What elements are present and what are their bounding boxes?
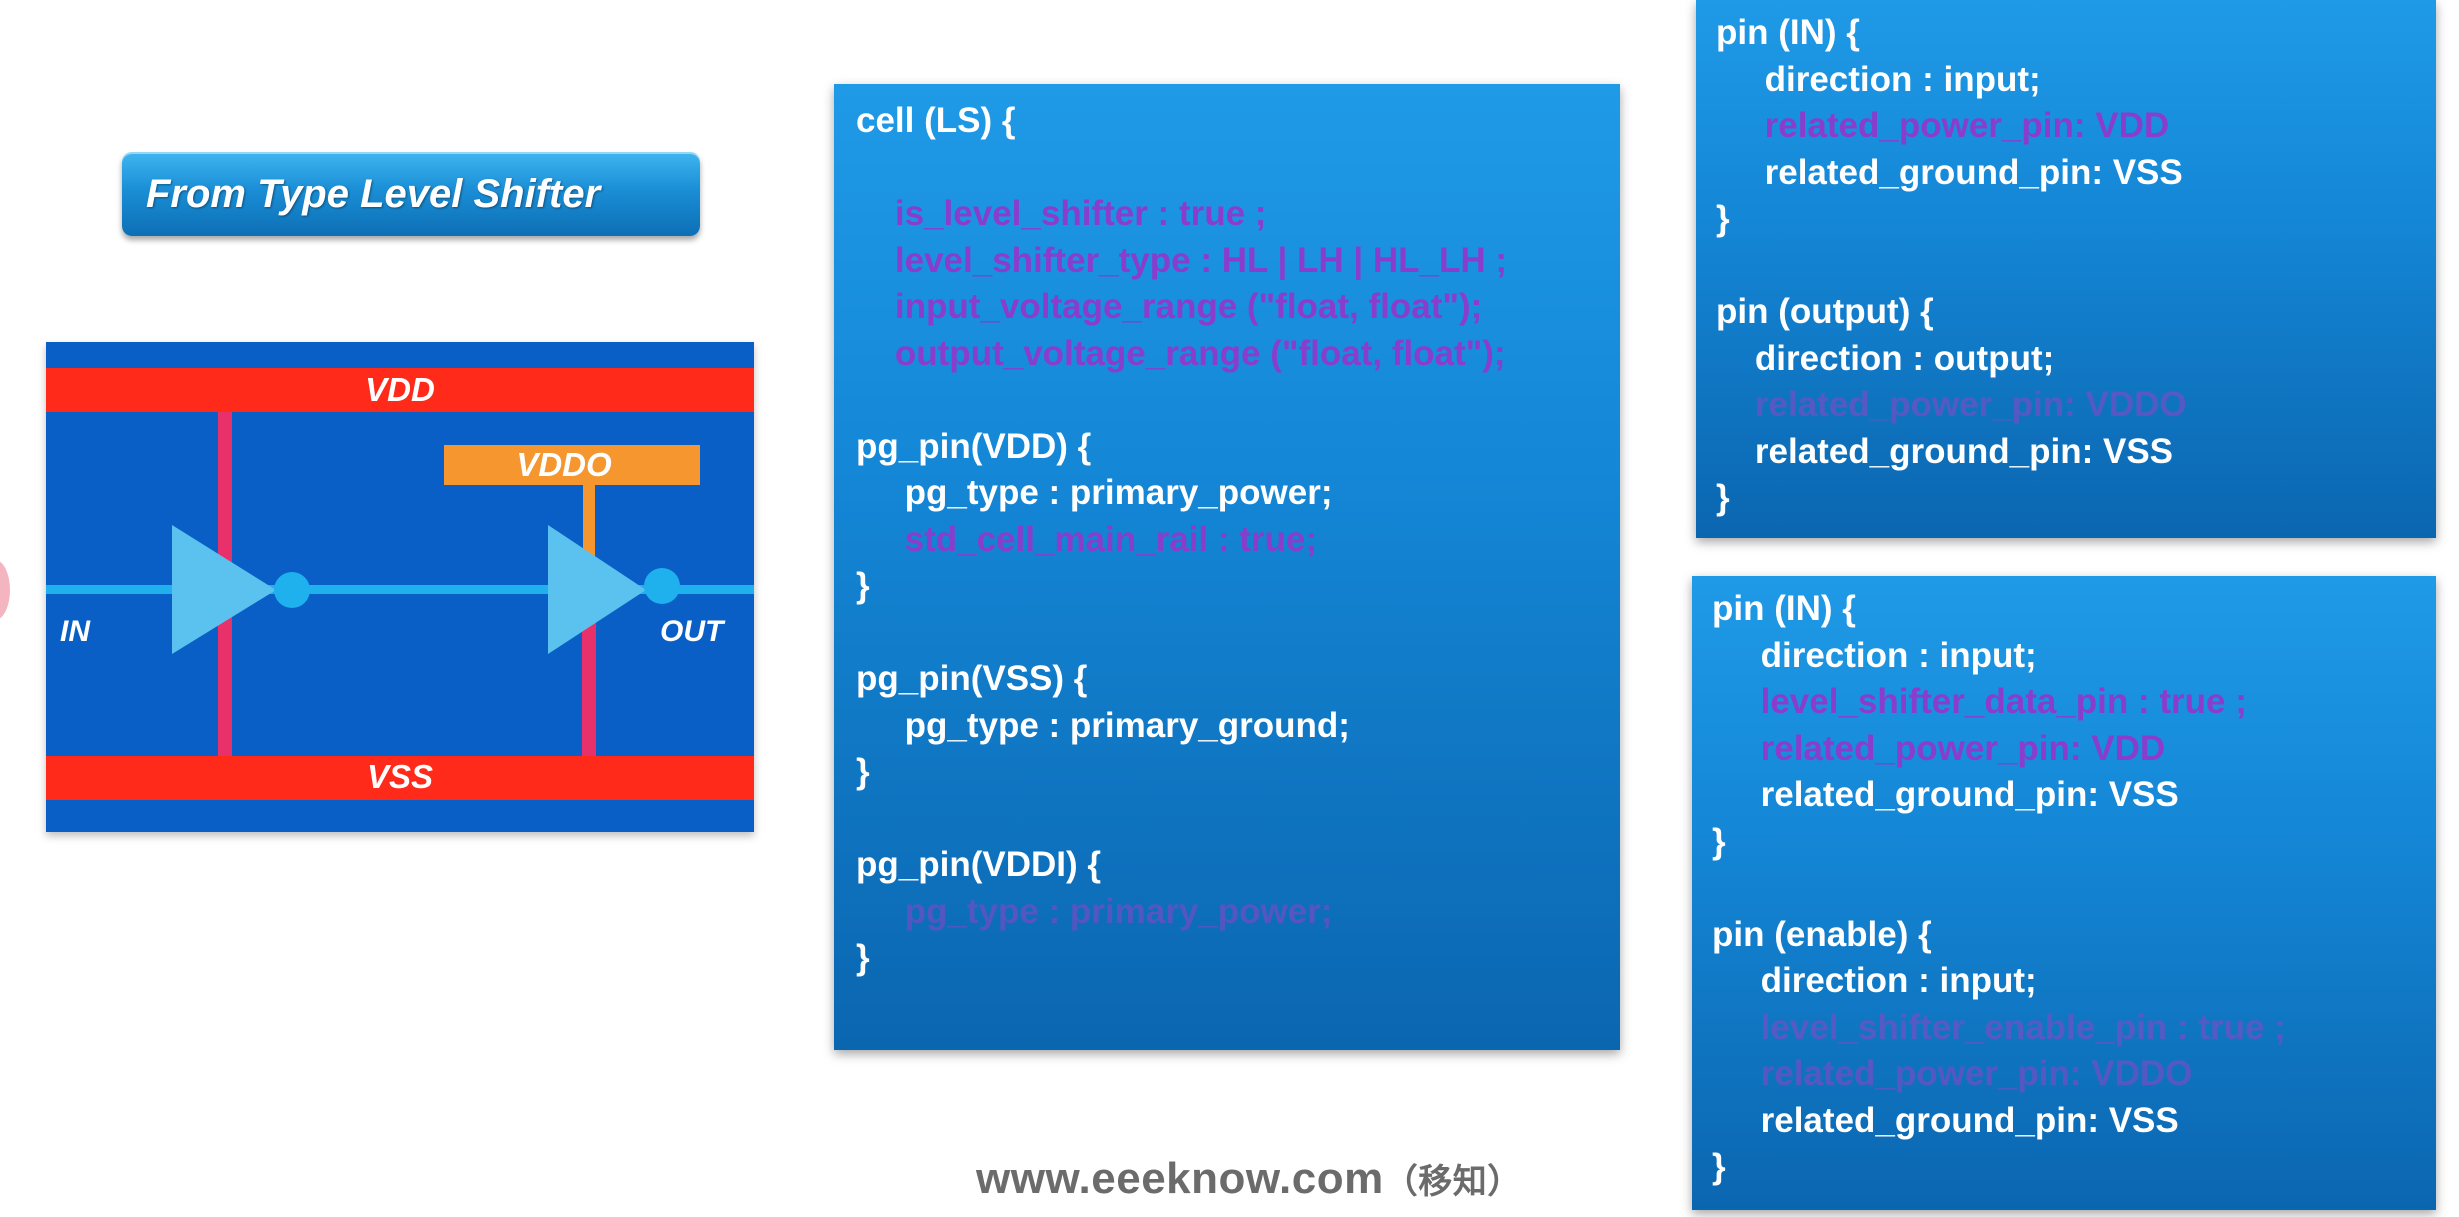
code-line: pg_pin(VDDI) { <box>856 845 1101 884</box>
pin-definition-block-upper: pin (IN) { direction : input; related_po… <box>1696 0 2436 538</box>
code-line: pg_type : primary_power; <box>856 891 1333 931</box>
code-line <box>856 610 1620 657</box>
code-line: related_power_pin: VDD <box>1716 106 2170 145</box>
out-pin-label: OUT <box>660 615 724 648</box>
code-line: cell (LS) { <box>856 101 1016 140</box>
code-line <box>856 377 1620 424</box>
code-line: direction : input; <box>1712 635 2037 675</box>
slide-title: From Type Level Shifter <box>122 152 700 236</box>
in-pin-label: IN <box>60 615 90 648</box>
code-line <box>856 796 1620 843</box>
code-line: level_shifter_enable_pin : true ; <box>1712 1007 2286 1047</box>
code-line: pg_pin(VDD) { <box>856 426 1092 466</box>
level-shifter-diagram: VDD VDDO VSS IN OUT <box>46 342 754 832</box>
code-line: related_ground_pin: VSS <box>1716 152 2183 192</box>
footer-note: （移知） <box>1383 1163 1522 1201</box>
code-line: output_voltage_range ("float, float"); <box>856 333 1506 373</box>
code-line: is_level_shifter : true ; <box>856 194 1267 233</box>
code-line: } <box>856 752 870 791</box>
code-line: } <box>1716 478 1730 517</box>
footer-watermark: www.eeeknow.com（移知） <box>976 1154 1522 1204</box>
output-buffer <box>548 525 646 654</box>
code-line: related_power_pin: VDDO <box>1712 1054 2193 1093</box>
code-line: pin (IN) { <box>1716 13 1860 52</box>
code-line: related_ground_pin: VSS <box>1712 1100 2179 1140</box>
code-line: related_power_pin: VDDO <box>1716 385 2187 424</box>
code-line: input_voltage_range ("float, float"); <box>856 287 1483 326</box>
code-line: related_ground_pin: VSS <box>1716 431 2174 471</box>
code-line <box>1716 243 2436 290</box>
code-line <box>1712 865 2436 912</box>
code-line: direction : input; <box>1716 59 2041 99</box>
code-line: level_shifter_data_pin : true ; <box>1712 682 2247 721</box>
code-line: pin (output) { <box>1716 292 1934 331</box>
code-line: } <box>856 938 870 977</box>
pin-definition-block-lower: pin (IN) { direction : input; level_shif… <box>1692 576 2436 1210</box>
cell-definition-block: cell (LS) { is_level_shifter : true ; le… <box>834 84 1620 1050</box>
code-line: related_ground_pin: VSS <box>1712 775 2179 814</box>
vss-label: VSS <box>366 758 434 795</box>
code-line: std_cell_main_rail : true; <box>856 519 1317 559</box>
vddo-label: VDDO <box>516 446 612 483</box>
code-line: } <box>856 566 870 605</box>
code-line: pg_type : primary_power; <box>856 473 1333 512</box>
signal-wire <box>46 585 754 594</box>
input-buffer-bubble <box>274 572 310 608</box>
edge-decoration <box>0 560 10 620</box>
vddo-rail <box>444 445 700 485</box>
code-line: direction : input; <box>1712 961 2037 1000</box>
code-line: pg_pin(VSS) { <box>856 659 1088 698</box>
code-line: direction : output; <box>1716 338 2055 378</box>
level-shifter-schematic <box>46 368 754 800</box>
code-line: pg_type : primary_ground; <box>856 705 1350 745</box>
input-buffer <box>172 525 276 654</box>
vss-wire <box>582 622 596 762</box>
vdd-label: VDD <box>365 371 435 408</box>
code-line: pin (IN) { <box>1712 589 1856 628</box>
vss-rail <box>46 756 754 800</box>
code-line: } <box>1712 1147 1726 1186</box>
output-buffer-bubble <box>644 568 680 604</box>
code-line: related_power_pin: VDD <box>1712 728 2166 768</box>
footer-site: www.eeeknow.com <box>976 1154 1384 1203</box>
code-line <box>856 145 1620 192</box>
code-line: } <box>1716 199 1730 238</box>
code-line: pin (enable) { <box>1712 914 1932 954</box>
code-line: } <box>1712 821 1726 861</box>
code-line: level_shifter_type : HL | LH | HL_LH ; <box>856 240 1508 280</box>
vdd-rail <box>46 368 754 412</box>
